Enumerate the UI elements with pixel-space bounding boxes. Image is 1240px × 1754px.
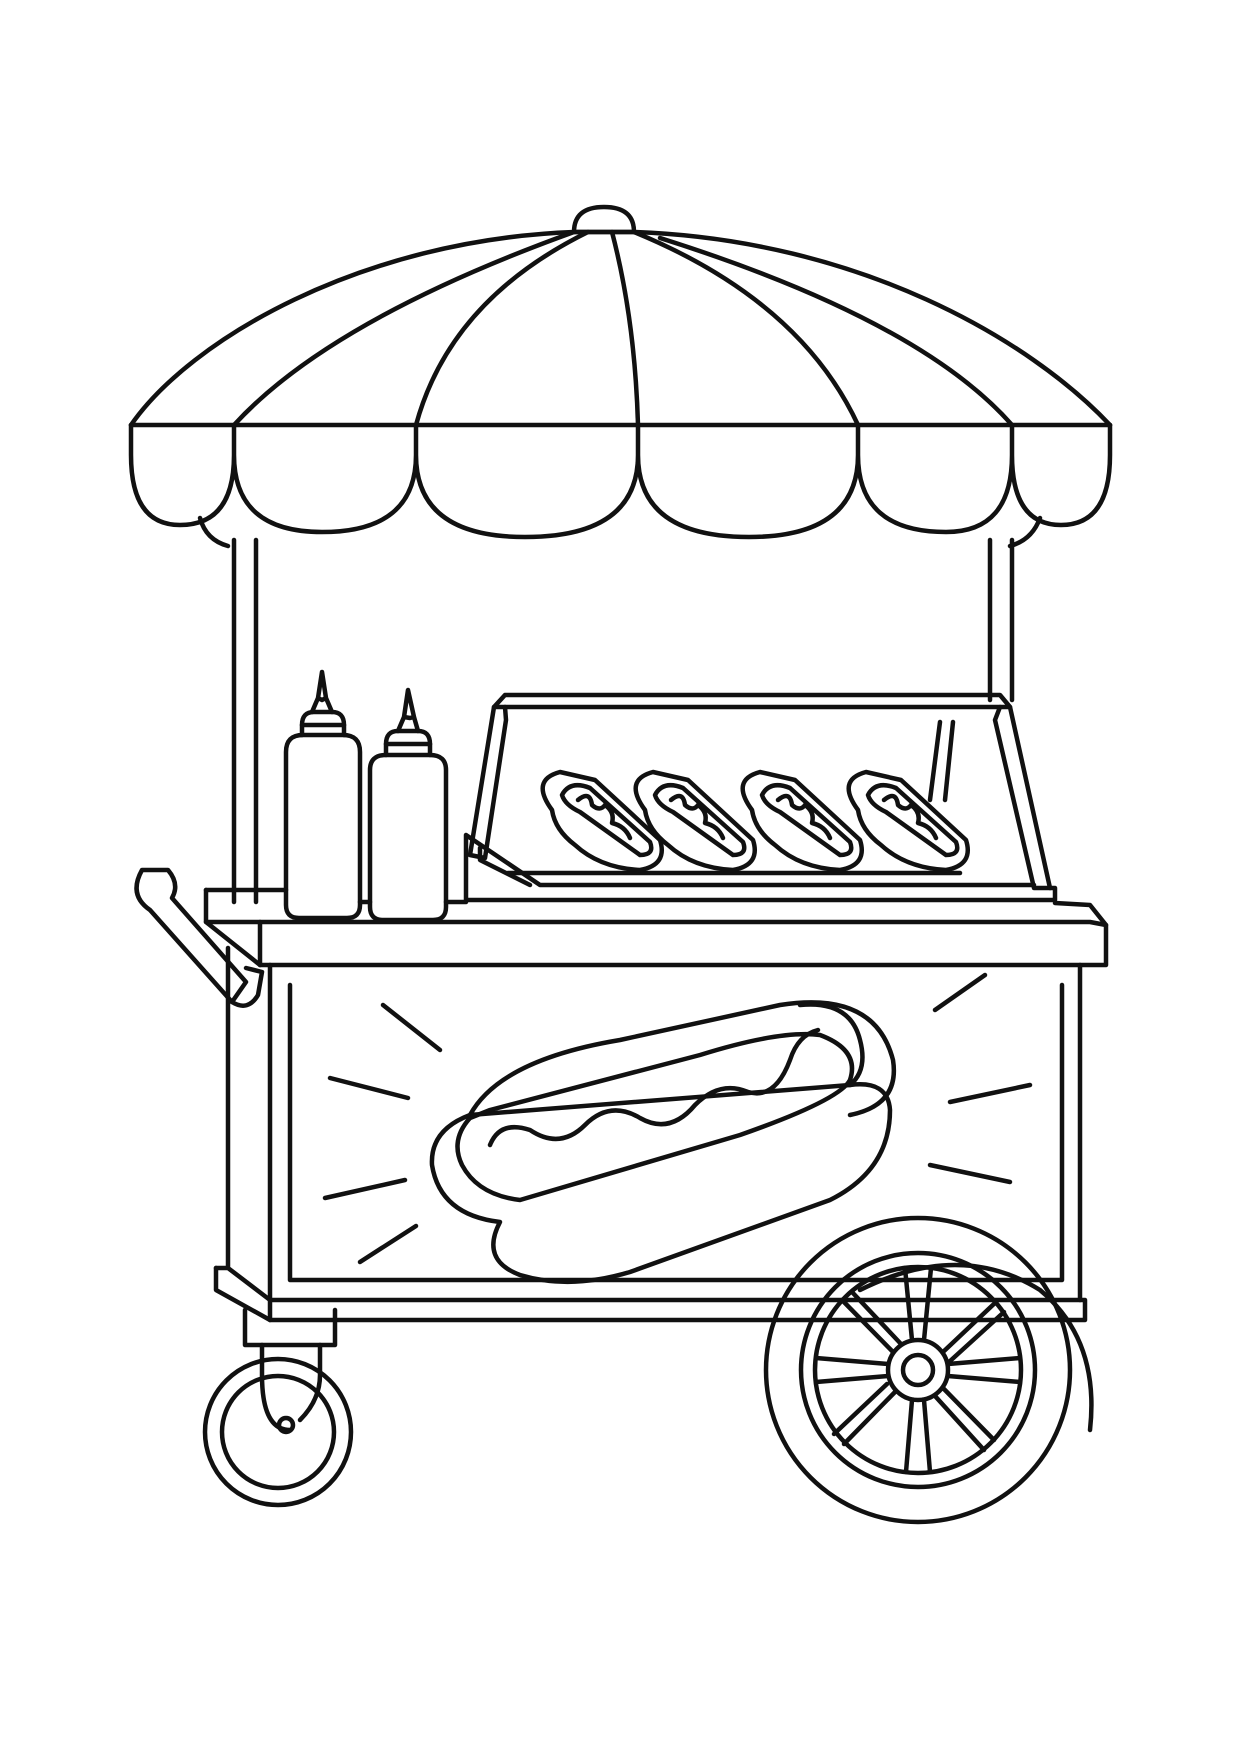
canopy-valance bbox=[128, 422, 1113, 540]
wheel-spoke bbox=[903, 1397, 933, 1475]
bun bbox=[846, 769, 970, 873]
hot-dog-sign bbox=[322, 972, 1033, 1285]
right-pole bbox=[987, 537, 1015, 703]
mustard-squiggle bbox=[575, 793, 633, 841]
display-hot-dog bbox=[846, 769, 970, 873]
caster-tire-outer bbox=[202, 1356, 354, 1508]
bun bbox=[633, 769, 757, 873]
canopy-back-scallop bbox=[1007, 515, 1043, 549]
wheel-spoke bbox=[940, 1299, 1007, 1365]
wheel-spoke bbox=[902, 1265, 934, 1343]
mustard-squiggle bbox=[668, 793, 726, 841]
caster-mount bbox=[242, 1307, 338, 1348]
left-pole bbox=[231, 537, 259, 905]
display-hot-dogs bbox=[540, 769, 970, 873]
display-tray-front bbox=[477, 845, 533, 888]
sign-ray bbox=[322, 1177, 408, 1201]
wheel-spoke bbox=[831, 1381, 898, 1447]
canopy-rib bbox=[609, 229, 641, 428]
canopy-back-scallop bbox=[197, 515, 231, 549]
wheel-spoke bbox=[945, 1355, 1023, 1385]
sausage bbox=[865, 782, 960, 858]
canopy-ribs bbox=[231, 229, 1015, 428]
counter-front-edge bbox=[203, 919, 1109, 928]
sign-sausage bbox=[455, 1031, 855, 1203]
bottle-body bbox=[283, 732, 363, 921]
wheel-hub-outer bbox=[885, 1337, 951, 1403]
body-front bbox=[267, 962, 1083, 1303]
wheel-tire-outer bbox=[763, 1215, 1073, 1525]
mustard-bottle bbox=[367, 687, 449, 923]
push-handle bbox=[134, 867, 265, 1008]
bottle-cap bbox=[383, 728, 433, 758]
body-side bbox=[213, 945, 273, 1303]
caster-tire-inner bbox=[219, 1373, 337, 1491]
canopy-rib bbox=[631, 229, 861, 428]
body-side-bottom bbox=[213, 1265, 273, 1323]
handle-bar bbox=[134, 867, 249, 1005]
bottle-nozzle bbox=[395, 687, 421, 734]
sign-ray bbox=[380, 1002, 443, 1053]
display-hot-dog bbox=[540, 769, 664, 873]
wheel-tire-back bbox=[857, 1262, 1094, 1433]
cart-body bbox=[213, 945, 1088, 1323]
sign-mustard bbox=[487, 1027, 821, 1148]
condiment-bottles bbox=[283, 669, 449, 923]
wheel-spokes bbox=[813, 1265, 1023, 1475]
body-bottom-rail bbox=[267, 1297, 1088, 1323]
canopy-poles bbox=[231, 537, 1015, 905]
sign-ray bbox=[327, 1075, 411, 1101]
sign-bun-back bbox=[467, 1000, 897, 1118]
sausage bbox=[652, 782, 747, 858]
canopy-rib bbox=[231, 229, 577, 428]
wheel-spoke bbox=[813, 1355, 891, 1385]
rear-wheel bbox=[763, 1215, 1094, 1525]
sign-sausage-end bbox=[797, 1002, 865, 1088]
canopy-knob bbox=[571, 204, 637, 235]
sign-rays bbox=[322, 972, 1033, 1265]
wheel-hub-inner bbox=[900, 1352, 936, 1388]
canopy bbox=[128, 204, 1113, 549]
mustard-squiggle bbox=[881, 793, 939, 841]
handle-grip bbox=[229, 965, 265, 1008]
sign-ray bbox=[927, 1162, 1013, 1185]
caster-hub bbox=[276, 1415, 296, 1435]
display-tray bbox=[463, 832, 1058, 903]
sign-bun-front bbox=[429, 1082, 893, 1285]
wheel-rim-outer bbox=[798, 1250, 1038, 1490]
bun bbox=[540, 769, 664, 873]
body-panel bbox=[287, 982, 1065, 1283]
ketchup-bottle bbox=[283, 669, 363, 921]
display-hot-dog bbox=[740, 769, 864, 873]
caster-fork bbox=[259, 1342, 323, 1433]
sign-ray bbox=[357, 1223, 419, 1265]
sausage bbox=[759, 782, 854, 858]
bottle-nozzle bbox=[309, 669, 335, 715]
sausage bbox=[559, 782, 654, 858]
caster-wheel bbox=[202, 1307, 354, 1508]
cart-counter bbox=[203, 887, 1109, 968]
display-hot-dog bbox=[633, 769, 757, 873]
wheel-rim-inner bbox=[812, 1264, 1024, 1476]
sign-ray bbox=[932, 972, 988, 1013]
display-back-frame bbox=[992, 704, 1053, 891]
display-front-frame bbox=[467, 704, 509, 861]
wheel-spoke bbox=[932, 1385, 997, 1453]
bun bbox=[740, 769, 864, 873]
canopy-rib bbox=[657, 235, 1015, 428]
hot-dog-display-case bbox=[463, 692, 1058, 903]
counter-left-top bbox=[203, 887, 469, 905]
wheel-spoke bbox=[839, 1289, 904, 1355]
sign-ray bbox=[947, 1082, 1033, 1105]
display-inner-post bbox=[927, 719, 956, 803]
mustard-squiggle bbox=[775, 793, 833, 841]
bottle-cap bbox=[299, 709, 347, 738]
bottle-body bbox=[367, 752, 449, 923]
display-top bbox=[491, 692, 1013, 710]
canopy-rib bbox=[413, 229, 591, 428]
